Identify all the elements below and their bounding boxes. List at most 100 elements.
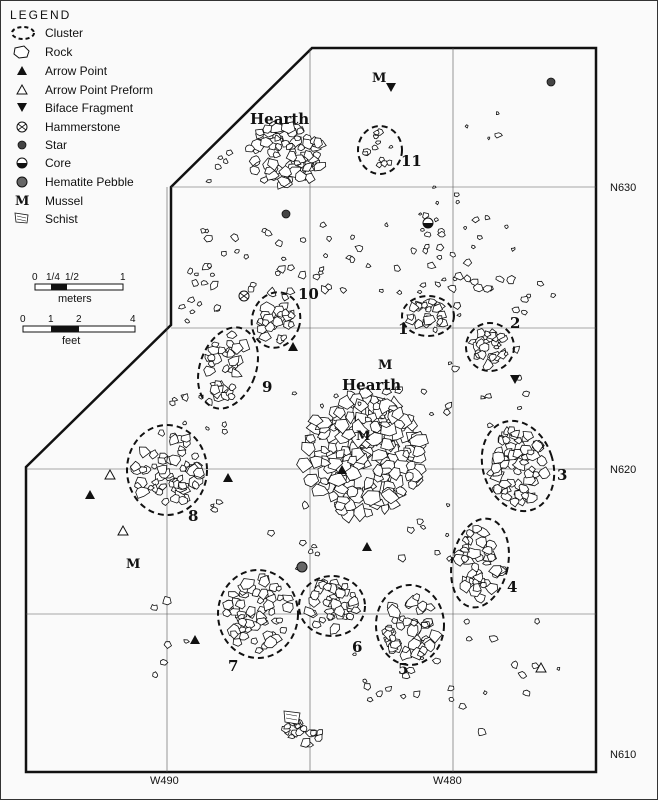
rock-icon (207, 353, 216, 362)
rock-icon (280, 334, 288, 342)
rock-icon (417, 600, 428, 613)
rock-icon (536, 455, 548, 467)
scale-tick-label: 1/4 (46, 272, 60, 283)
rock-icon (396, 622, 406, 631)
rock-icon (313, 137, 323, 149)
grid-label-n610: N610 (610, 749, 636, 761)
rock-icon (222, 608, 232, 618)
rock-icon (275, 270, 281, 276)
grid-label-w480: W480 (433, 775, 462, 787)
rock-icon (361, 490, 381, 506)
rock-icon (221, 364, 230, 374)
rock-icon (409, 301, 420, 313)
rock-icon (150, 604, 158, 611)
rock-icon (320, 445, 331, 455)
rock-icon (506, 275, 517, 285)
cluster-6-outline (298, 575, 366, 637)
legend-label: Star (45, 138, 67, 152)
arrow-point-icon (223, 473, 233, 482)
rock-icon (423, 231, 432, 238)
rock-icon (401, 645, 410, 654)
rock-icon (388, 144, 394, 149)
rock-icon (434, 549, 441, 556)
rock-icon (283, 723, 292, 730)
rock-icon (193, 272, 199, 277)
rock-icon (472, 283, 484, 293)
rock-icon (511, 306, 520, 314)
rock-icon (249, 165, 261, 176)
rock-icon (465, 636, 473, 642)
rock-icon (220, 250, 227, 257)
rock-icon (406, 624, 419, 638)
scale-tick-label: 1 (48, 314, 54, 325)
rock-icon (227, 392, 236, 401)
cluster-9-outline (197, 326, 259, 410)
rock-icon (152, 671, 159, 678)
rock-icon (332, 407, 346, 420)
rock-icon (366, 697, 374, 703)
rock-icon (297, 143, 306, 152)
rock-icon (531, 439, 544, 454)
rock-icon (482, 560, 492, 566)
rock-icon (281, 293, 290, 302)
rock-icon (313, 161, 327, 172)
rock-icon (334, 588, 346, 599)
rock-icon (424, 243, 430, 250)
legend-label: Mussel (45, 194, 83, 208)
rock-icon (386, 603, 401, 619)
legend-label: Schist (45, 212, 78, 226)
rock-icon (502, 435, 511, 445)
rock-icon (334, 418, 350, 435)
rock-icon (168, 454, 182, 467)
rock-icon (456, 313, 462, 318)
rock-icon (462, 258, 473, 267)
legend-title: LEGEND (10, 8, 71, 22)
rock-icon (226, 330, 238, 339)
rock-icon (445, 533, 450, 538)
rock-icon (234, 599, 246, 610)
rock-icon (393, 264, 402, 272)
rock-icon (247, 285, 255, 293)
rock-icon (487, 422, 494, 428)
rock-icon (412, 593, 421, 602)
rock-icon (322, 598, 331, 608)
legend-label: Arrow Point (45, 64, 108, 78)
rock-icon (488, 565, 503, 578)
rock-icon (163, 641, 173, 650)
rock-icon (258, 574, 271, 588)
rock-icon (410, 620, 419, 627)
legend-label: Hammerstone (45, 120, 121, 134)
rock-icon (303, 606, 317, 617)
rock-icon (274, 142, 283, 152)
rock-icon (362, 151, 369, 156)
legend-label: Core (45, 156, 71, 170)
rock-icon (276, 176, 291, 188)
rock-icon (479, 581, 487, 589)
rock-icon (378, 288, 384, 293)
rock-icon (494, 132, 503, 139)
rock-icon (181, 393, 189, 402)
rock-icon (454, 271, 465, 281)
rock-icon (307, 414, 324, 427)
rock-icon (148, 449, 159, 460)
rock-icon (500, 487, 508, 495)
rock-icon (349, 255, 356, 263)
cluster-label-9: 9 (262, 378, 272, 396)
rock-icon (380, 437, 395, 451)
rock-icon (459, 546, 471, 553)
rock-icon (257, 588, 269, 601)
cluster-label-11: 11 (401, 152, 422, 170)
hearth-label-center: Hearth (342, 376, 401, 394)
legend-item-star: Star (17, 138, 67, 152)
rock-icon (350, 606, 362, 614)
rock-icon (250, 637, 259, 645)
rock-icon (329, 623, 341, 635)
rock-icon (428, 629, 443, 644)
rock-icon (171, 396, 179, 402)
rock-icon (243, 254, 250, 260)
rock-icon (160, 659, 169, 666)
rock-icon (412, 445, 426, 458)
rock-icon (372, 130, 380, 136)
rock-icon (307, 548, 314, 554)
schist-icon (283, 710, 301, 725)
